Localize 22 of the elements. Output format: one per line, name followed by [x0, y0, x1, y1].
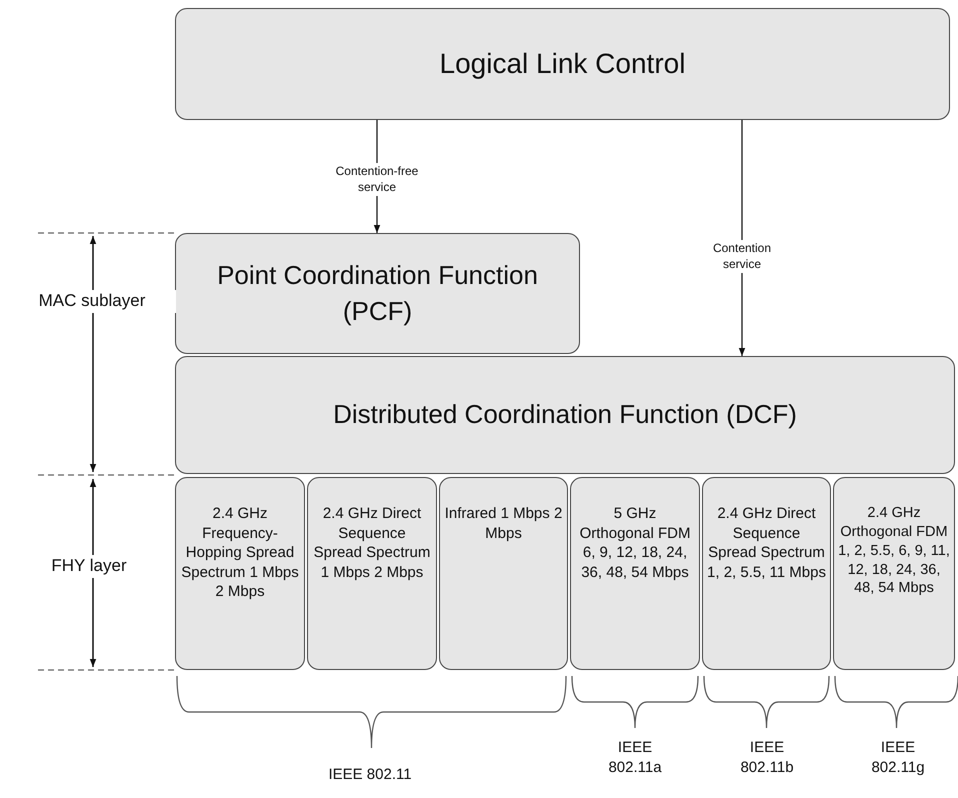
box-text: Logical Link Control: [440, 47, 686, 82]
function-box: [175, 356, 955, 474]
box-text: Infrared 1 Mbps 2 Mbps: [444, 504, 563, 543]
box-text: 2.4 GHz Direct Sequence Spread Spectrum 1, 2, 5.5, 11 Mbps: [707, 504, 826, 582]
box-text: Point Coordination Function (PCF): [216, 259, 539, 328]
layer-box: [439, 477, 568, 670]
standard-label: IEEE 802.11a: [607, 738, 663, 778]
standard-label: IEEE 802.11g: [870, 738, 926, 778]
function-box: [175, 233, 580, 354]
box-text: 2.4 GHz Direct Sequence Spread Spectrum 1 Mbps 2 Mbps: [312, 504, 432, 582]
box-text: 2.4 GHz Orthogonal FDM 1, 2, 5.5, 6, 9, 11, 12, 18, 24, 36, 48, 54 Mbps: [838, 504, 950, 598]
layer-box: [833, 477, 955, 670]
layer-box: [570, 477, 700, 670]
standard-label: IEEE 802.11: [327, 765, 413, 785]
function-box: [175, 8, 950, 120]
layer-box: [175, 477, 305, 670]
box-text: 5 GHz Orthogonal FDM 6, 9, 12, 18, 24, 36, 48, 54 Mbps: [578, 504, 692, 582]
standard-label: IEEE 802.11b: [739, 738, 795, 778]
layer-box: [702, 477, 831, 670]
box-text: 2.4 GHz Frequency-Hopping Spread Spectrum 1 Mbps 2 Mbps: [180, 504, 300, 602]
layer-box: [307, 477, 437, 670]
box-text: Distributed Coordination Function (DCF): [333, 398, 797, 432]
